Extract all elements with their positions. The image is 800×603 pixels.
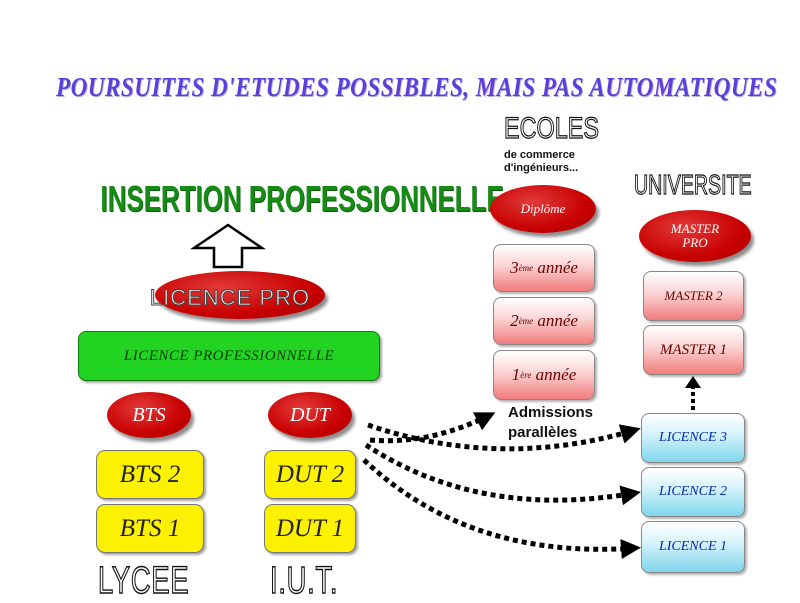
master-pro-line-1: MASTER xyxy=(670,221,720,236)
licence-pro-label: LICENCE PRO xyxy=(149,285,311,311)
arrow-to-licence2 xyxy=(364,442,641,506)
bts-ellipse: BTS xyxy=(107,392,191,438)
admissions-label-1: Admissions xyxy=(508,404,594,421)
licence2-box: LICENCE 2 xyxy=(641,467,745,517)
universite-heading: UNIVERSITE xyxy=(634,168,752,200)
master-pro-line-2: PRO xyxy=(682,235,708,250)
arrow-to-admissions xyxy=(369,412,496,444)
bts2-box: BTS 2 xyxy=(96,450,204,499)
iut-label: I.U.T. xyxy=(269,559,339,602)
ecoles-subtitle-1: de commerce xyxy=(504,149,575,161)
annee-word: année xyxy=(531,365,577,384)
up-arrow-icon xyxy=(190,223,266,269)
arrow-to-licence3 xyxy=(367,422,641,452)
diplome-ellipse: Diplôme xyxy=(490,185,596,233)
master-pro-ellipse: MASTER PRO xyxy=(639,210,751,262)
dotted-up-arrow-icon xyxy=(685,376,701,410)
licence-pro-ellipse xyxy=(155,271,325,319)
dut2-box: DUT 2 xyxy=(264,450,356,499)
ecoles-subtitle-2: d'ingénieurs... xyxy=(504,162,579,174)
licence-professionnelle-bar: LICENCE PROFESSIONNELLE xyxy=(78,331,380,381)
annee-suffix: ème xyxy=(518,263,534,273)
dut-ellipse: DUT xyxy=(268,392,352,438)
bts1-box: BTS 1 xyxy=(96,504,204,553)
annee-suffix: ère xyxy=(520,370,532,380)
annee-suffix: ème xyxy=(518,316,534,326)
ecoles-heading: ECOLES xyxy=(504,111,600,145)
page-title: POURSUITES D'ETUDES POSSIBLES, MAIS PAS … xyxy=(56,72,778,102)
annee-number: 1 xyxy=(511,365,521,384)
lycee-label: LYCEE xyxy=(97,559,190,602)
annee-number: 3 xyxy=(510,258,519,277)
annee-number: 2 xyxy=(510,311,519,330)
annee-word: année xyxy=(533,311,578,330)
master2-box: MASTER 2 xyxy=(643,271,744,321)
master1-box: MASTER 1 xyxy=(643,325,744,375)
arrow-to-licence1 xyxy=(362,458,641,559)
dut1-box: DUT 1 xyxy=(264,504,356,553)
licence1-box: LICENCE 1 xyxy=(641,521,745,573)
licence3-box: LICENCE 3 xyxy=(641,413,745,463)
admissions-label-2: parallèles xyxy=(508,424,578,441)
annee-word: année xyxy=(533,258,578,277)
